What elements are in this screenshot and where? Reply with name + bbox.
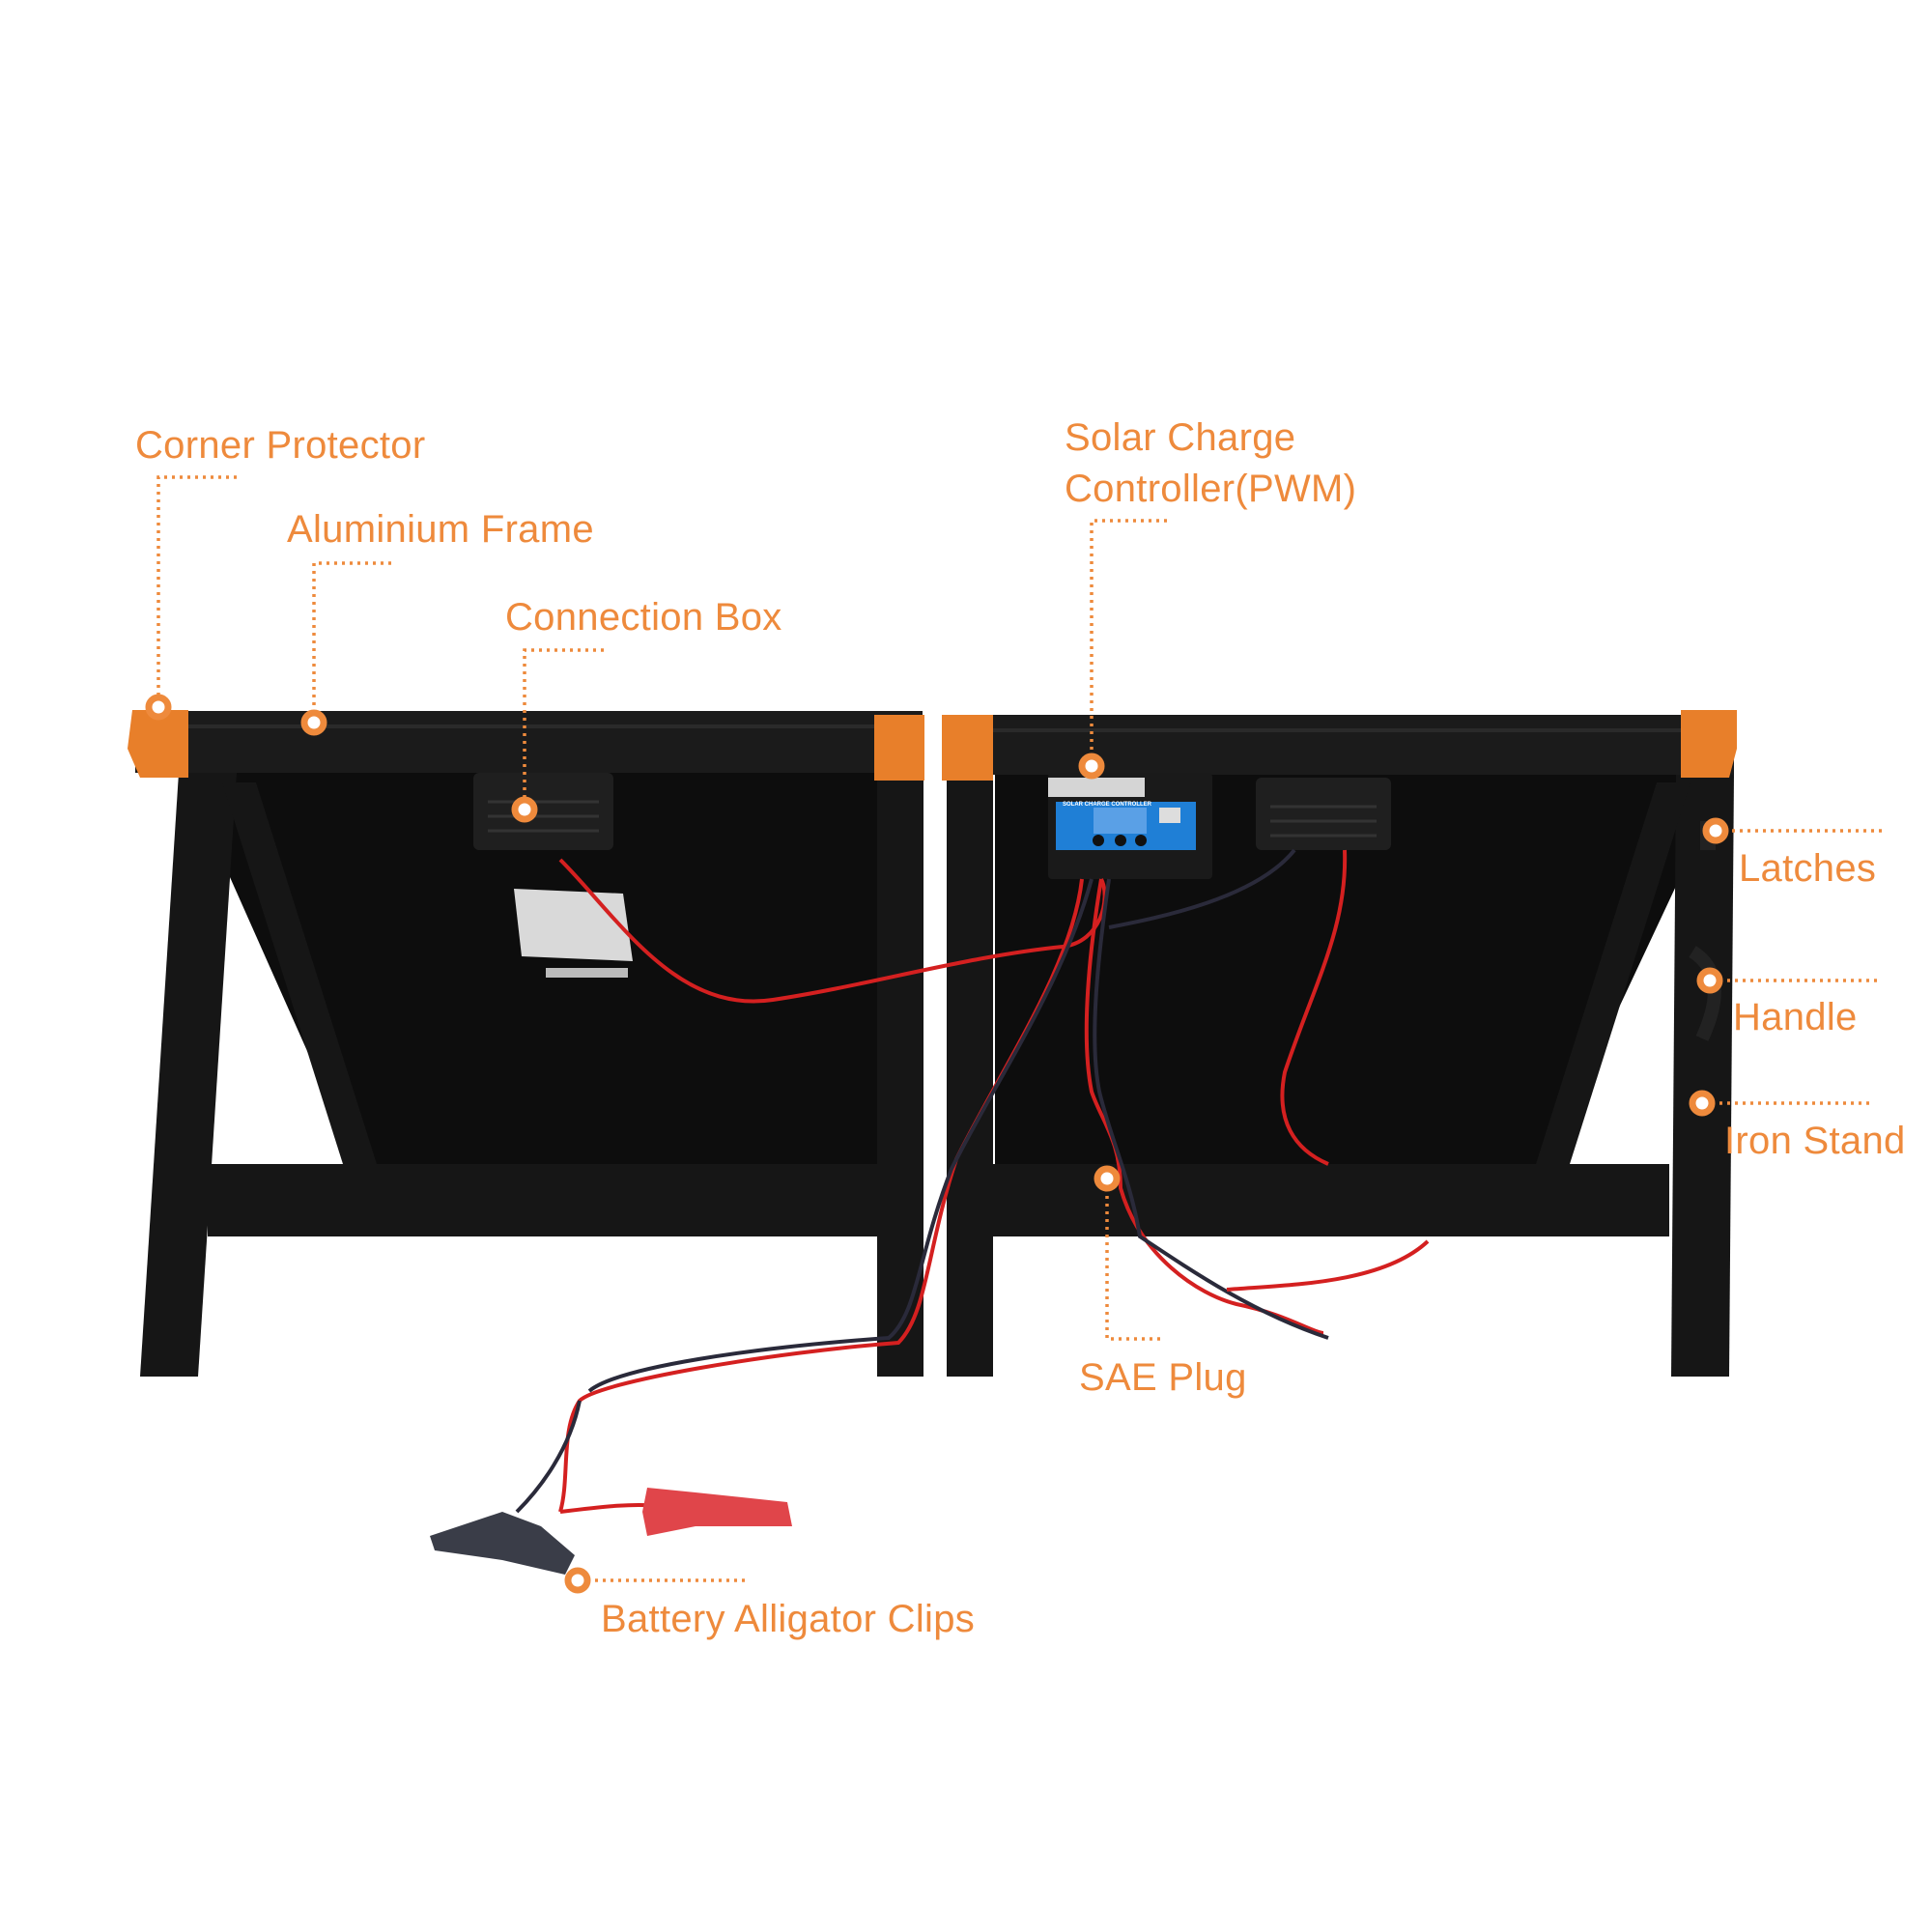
left-connection-box [473,773,613,850]
right-aluminium-frame [942,715,1734,775]
controller-screen-text: SOLAR CHARGE CONTROLLER [1063,802,1151,808]
spec-sticker [514,889,633,961]
callout-dots [145,694,1729,1594]
black-alligator-clip [430,1512,575,1575]
red-alligator-clip [642,1488,792,1536]
label-controller-line1: Solar Charge [1065,416,1296,459]
label-alligator-clips: Battery Alligator Clips [601,1598,976,1640]
alligator-clips-dot [564,1567,591,1594]
sae-plug-dot [1094,1165,1121,1192]
iron-stand-dot [1689,1090,1716,1117]
left-aluminium-frame [135,711,923,773]
label-aluminium-frame: Aluminium Frame [287,508,594,551]
left-iron-stand [140,773,923,1377]
label-sae-plug: SAE Plug [1079,1356,1247,1399]
label-handle: Handle [1733,996,1858,1038]
connection-box-dot [511,796,538,823]
corner-protectors [128,710,1737,781]
label-iron-stand: Iron Stand [1724,1120,1906,1162]
cables [515,848,1430,1514]
label-corner-protector: Corner Protector [135,424,426,467]
right-connection-box [1256,778,1391,850]
label-latches: Latches [1739,847,1877,890]
controller-dot [1078,753,1105,780]
leader-lines [156,475,1887,1582]
corner-protector-dot [145,694,172,721]
right-iron-stand [947,773,1734,1377]
handle-dot [1696,967,1723,994]
latches-dot [1702,817,1729,844]
label-connection-box: Connection Box [505,596,782,639]
aluminium-frame-dot [300,709,327,736]
label-controller-line2: Controller(PWM) [1065,468,1357,510]
